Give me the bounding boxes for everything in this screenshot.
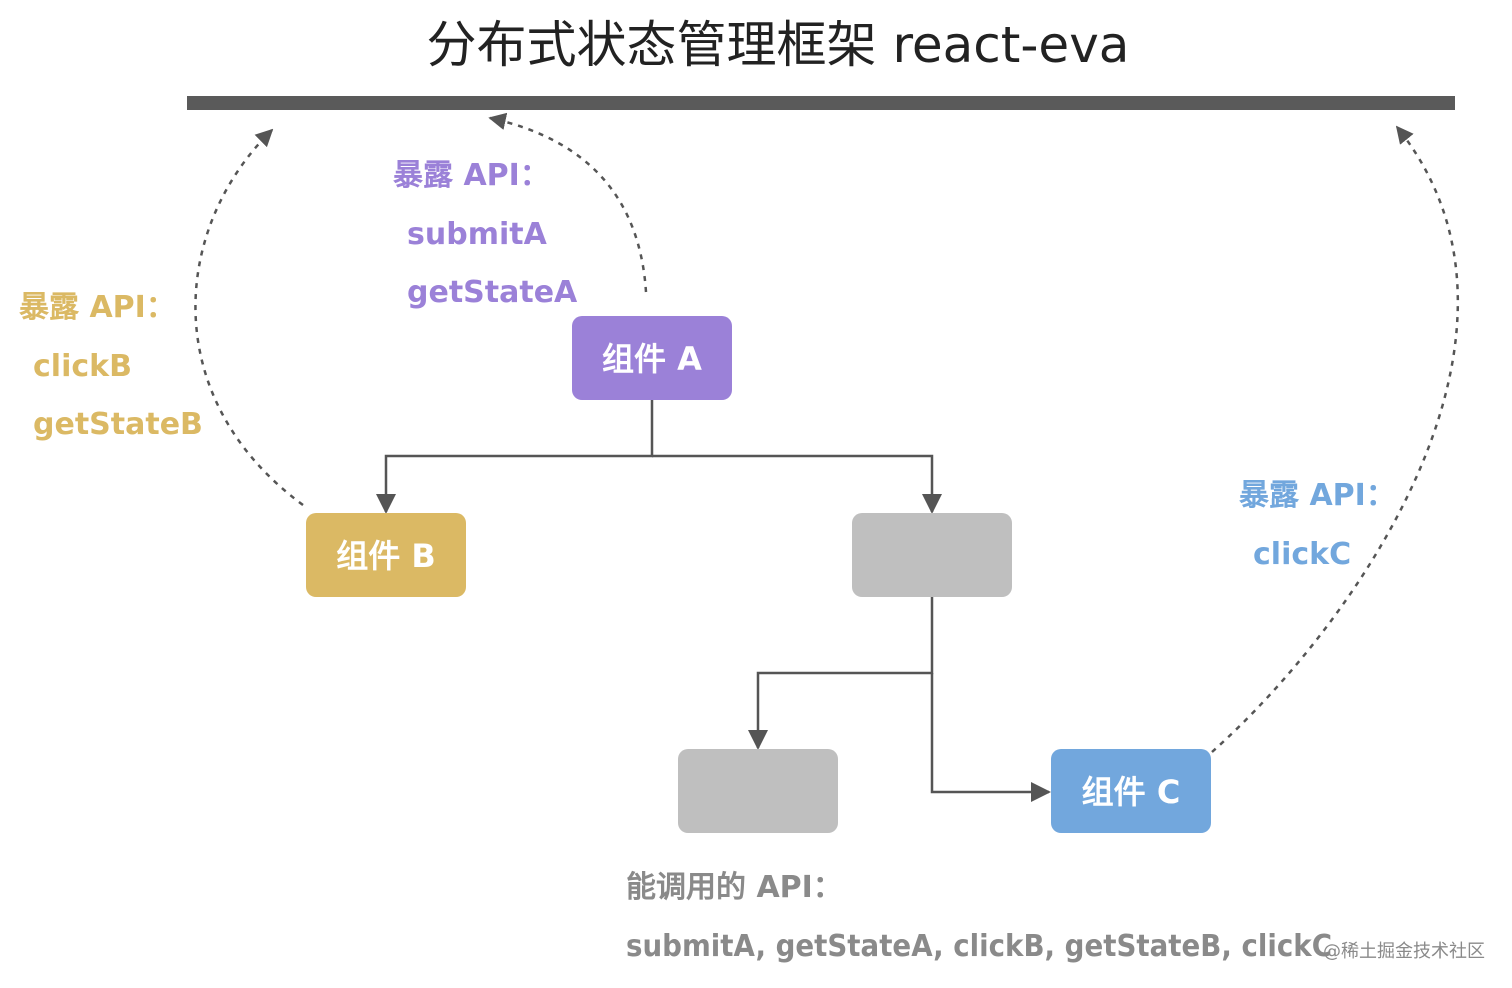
expose-arrow-b [194,128,304,507]
unnamed-component-node[interactable] [852,513,1012,597]
component-c-api-title: 暴露 API： [1239,478,1396,513]
component-a-node[interactable] [572,316,732,400]
connector-a-to-gray [652,454,942,514]
connector-gray-to-gray [748,597,934,750]
expose-arrow-a [488,112,648,293]
component-a-api-item: getStateA [407,275,578,310]
watermark: @稀土掘金技术社区 [1323,941,1485,962]
framework-bar [187,96,1455,110]
component-b-api-item: getStateB [33,407,203,442]
component-a-label: 组件 A [602,340,702,378]
unnamed-leaf-node[interactable] [678,749,838,833]
component-b-api-item: clickB [33,349,132,384]
callable-api-title: 能调用的 API： [626,870,843,905]
component-a-api-title: 暴露 API： [393,158,550,193]
component-c-api-item: clickC [1253,537,1351,572]
connector-gray-to-c [930,673,1051,802]
component-a-api-item: submitA [407,217,548,252]
diagram-title: 分布式状态管理框架 react-eva [427,16,1130,74]
expose-arrow-c [1211,125,1459,753]
component-b-api-title: 暴露 API： [19,290,176,325]
component-c-label: 组件 C [1082,773,1181,811]
component-b-label: 组件 B [336,537,436,575]
component-b-node[interactable] [306,513,466,597]
callable-api-list: submitA, getStateA, clickB, getStateB, c… [626,929,1332,964]
connector-a-to-b [376,400,654,514]
component-c-node[interactable] [1051,749,1211,833]
